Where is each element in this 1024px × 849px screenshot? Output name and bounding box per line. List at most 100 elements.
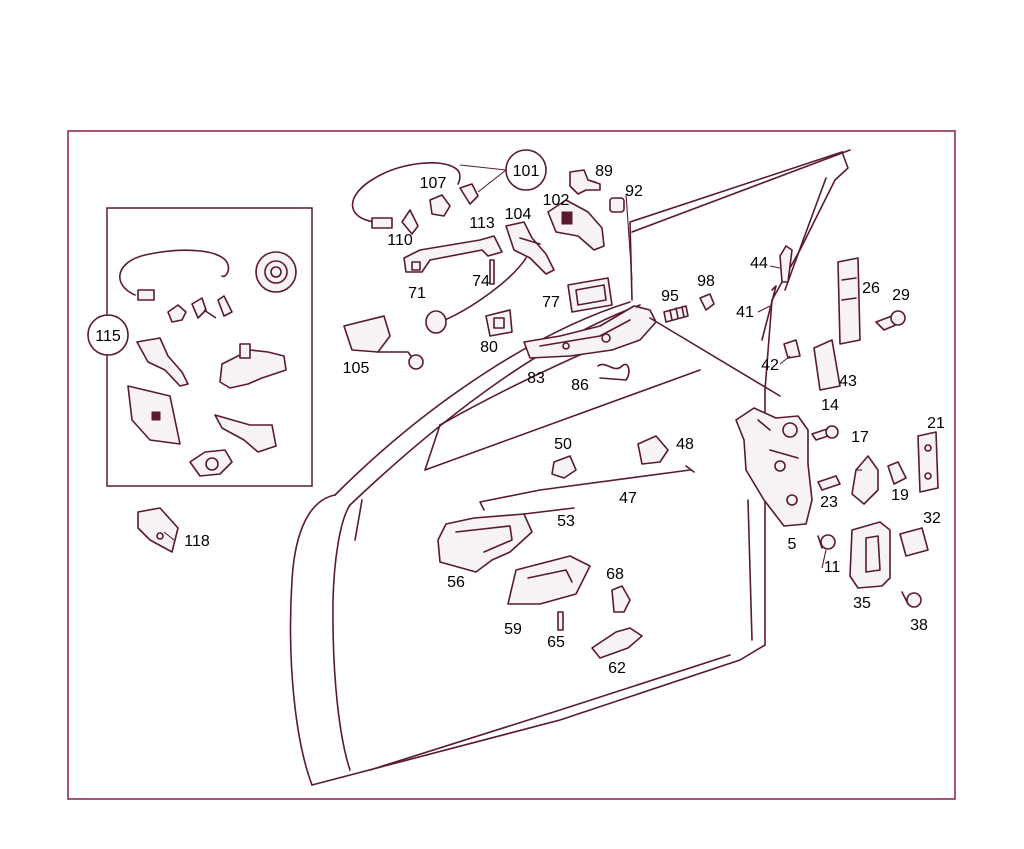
callout-label-115: 115 [95,328,121,345]
part-21-striker-plate [917,431,939,493]
part-80-clip [485,309,513,337]
part-44-pin [779,245,793,283]
lock-set-switch [214,414,277,453]
callout-label-53: 53 [557,513,575,530]
part-71-door-handle [403,235,503,273]
part-77-handle-insert [567,277,613,313]
part-48-bracket [637,435,669,465]
part-105-actuator [343,315,391,353]
lock-set-lock-housing [136,337,189,387]
callout-labels: 101 107 89 92 102 104 113 110 71 74 44 98 95 41 26 29 42… [95,163,945,677]
lock-set-parts [119,249,297,477]
callout-label-41: 41 [736,304,754,321]
part-104-rod [439,257,527,323]
callout-label-113: 113 [469,215,495,232]
callout-label-105: 105 [343,360,370,377]
callout-label-118: 118 [184,533,210,550]
callout-label-83: 83 [527,370,545,387]
callout-label-104: 104 [505,206,532,223]
part-43-cover [813,339,841,391]
part-19-bolt [887,461,907,485]
callout-label-29: 29 [892,287,910,304]
callout-label-21: 21 [927,415,945,432]
part-104-knob [425,310,447,334]
callout-label-92: 92 [625,183,643,200]
callout-label-74: 74 [472,273,490,290]
callout-label-95: 95 [661,288,679,305]
part-92-pin [609,197,625,213]
callout-circle-101 [505,149,547,191]
lock-set-actuator [219,349,287,389]
callout-label-17: 17 [851,429,869,446]
part-101-key-set [351,162,479,235]
part-83-lever-mechanism [523,305,657,359]
part-14-door-latch [735,407,813,527]
callout-label-107: 107 [420,175,447,192]
callout-label-65: 65 [547,634,565,651]
callout-label-62: 62 [608,660,626,677]
part-113-key [459,183,479,205]
callout-label-19: 19 [891,487,909,504]
part-62-trim [591,627,643,659]
callout-label-71: 71 [408,285,426,302]
callout-label-38: 38 [910,617,928,634]
part-107-connector [371,217,393,229]
callout-label-23: 23 [820,494,838,511]
callout-label-50: 50 [554,436,572,453]
callout-label-68: 68 [606,566,624,583]
lock-set-key-b [191,297,217,319]
callout-label-86: 86 [571,377,589,394]
callout-label-98: 98 [697,273,715,290]
part-59-armrest-insert [507,555,591,605]
part-32-plate [899,527,929,557]
callout-label-11: 11 [824,559,841,576]
lock-set-cylinder-barrel [189,449,233,477]
part-50-clip [551,455,577,479]
callout-label-5: 5 [788,536,797,553]
part-38-screw [906,592,922,608]
callout-label-43: 43 [839,373,857,390]
callout-label-80: 80 [480,339,498,356]
part-65-screw [557,611,564,631]
callout-label-89: 89 [595,163,613,180]
lock-set-inset-box [106,207,313,487]
callout-label-102: 102 [543,192,570,209]
callout-label-77: 77 [542,294,560,311]
part-86-spring [597,363,630,381]
part-26-cover-plate [837,257,861,345]
callout-label-56: 56 [447,574,465,591]
part-68-clip [611,585,631,613]
callout-label-48: 48 [676,436,694,453]
diagram-frame [67,130,956,800]
lock-set-lock-cylinder-cap [255,251,297,293]
part-56-handle-recess [437,513,533,573]
part-47-rod [479,469,691,511]
callout-label-26: 26 [862,280,880,297]
part-35-frame [849,521,891,589]
callout-label-44: 44 [750,255,768,272]
part-107-cable [351,162,461,223]
part-53-rod [523,507,575,515]
part-107-key [429,194,451,217]
part-89-bolt [569,169,601,195]
callout-label-110: 110 [387,232,413,249]
callout-label-35: 35 [853,595,871,612]
lock-set-cable [119,249,230,296]
part-110-key [401,209,419,235]
callout-circle-115 [87,314,129,356]
callout-label-42: 42 [761,357,779,374]
part-74-pin [489,259,495,285]
callout-label-14: 14 [821,397,839,414]
callout-label-101: 101 [513,163,540,180]
part-42-stud [783,339,801,359]
lock-set-key-c [217,295,233,317]
part-98-grommet [699,293,715,311]
part-17-bracket [851,455,879,505]
callout-label-59: 59 [504,621,522,638]
lock-set-connector [137,289,155,301]
part-11-screw [820,534,836,550]
callout-label-32: 32 [923,510,941,527]
callout-label-47: 47 [619,490,637,507]
